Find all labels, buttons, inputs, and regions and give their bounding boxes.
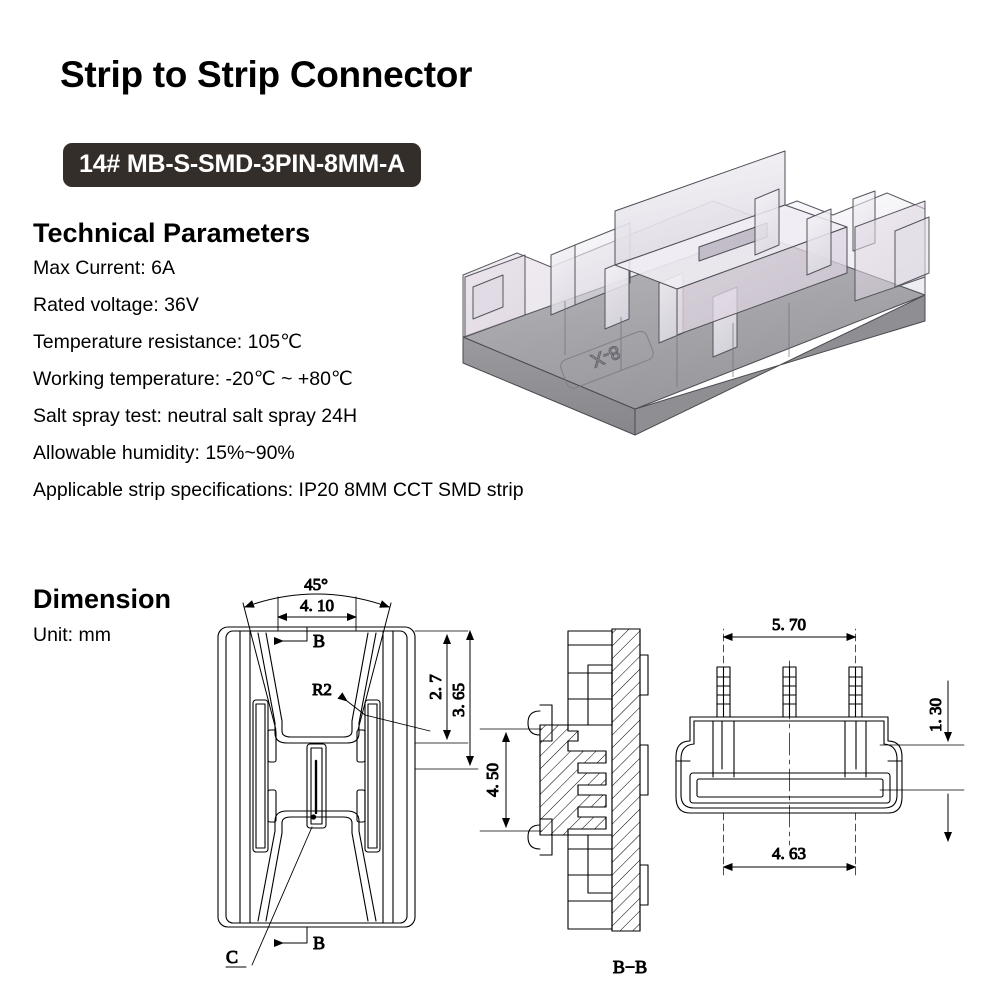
dim-height-27: 2. 7 [426, 674, 445, 700]
front-view-dimensions: 5. 70 4. 63 1. 30 [722, 615, 965, 876]
dim-radius-r2: R2 [312, 680, 332, 699]
section-marker-b-top: B [313, 631, 325, 651]
spec-item-rated-voltage: Rated voltage: 36V [33, 294, 199, 316]
dim-width-410: 4. 10 [300, 596, 334, 615]
drawing-front-view [675, 666, 903, 814]
section-view-caption: B−B [613, 957, 647, 977]
spec-item-working-temperature: Working temperature: -20℃ ~ +80℃ [33, 368, 353, 390]
render-inner-clips-right [754, 188, 876, 276]
detail-marker-c: C [226, 947, 238, 967]
render-center-rail [614, 150, 848, 336]
render-left-wall [464, 254, 526, 338]
dimension-unit-label: Unit: mm [33, 624, 111, 646]
technical-parameters-list: Max Current: 6A Rated voltage: 36V Tempe… [33, 257, 673, 518]
dim-angle-45: 45° [304, 575, 328, 594]
spec-item-temperature-resistance: Temperature resistance: 105℃ [33, 331, 303, 353]
drawing-section-view [527, 628, 649, 932]
drawing-top-view [217, 626, 416, 928]
dimension-drawings: 45° 4. 10 B R2 2. 7 [0, 545, 1000, 1000]
spec-item-applicable-strip: Applicable strip specifications: IP20 8M… [33, 479, 524, 501]
top-view-dimensions: 45° 4. 10 B R2 2. 7 [225, 575, 479, 968]
technical-parameters-heading: Technical Parameters [33, 218, 311, 248]
product-render-3d: 8-X [455, 105, 1000, 455]
render-right-wall [854, 200, 930, 302]
dim-body-height-130: 1. 30 [926, 698, 945, 732]
spec-item-max-current: Max Current: 6A [33, 257, 175, 279]
dim-pin-span-570: 5. 70 [772, 615, 806, 634]
dimension-heading: Dimension [33, 584, 172, 614]
dim-body-width-463: 4. 63 [772, 844, 806, 863]
section-marker-b-bottom: B [313, 933, 325, 953]
dim-height-365: 3. 65 [449, 683, 468, 717]
section-view-dimensions: 4. 50 [479, 728, 543, 832]
spec-item-allowable-humidity: Allowable humidity: 15%~90% [33, 442, 295, 464]
model-badge: 14# MB-S-SMD-3PIN-8MM-A [63, 143, 421, 187]
dim-height-450: 4. 50 [483, 763, 502, 797]
page-title: Strip to Strip Connector [60, 54, 473, 95]
render-partitions [564, 301, 790, 387]
spec-item-salt-spray-test: Salt spray test: neutral salt spray 24H [33, 405, 358, 427]
